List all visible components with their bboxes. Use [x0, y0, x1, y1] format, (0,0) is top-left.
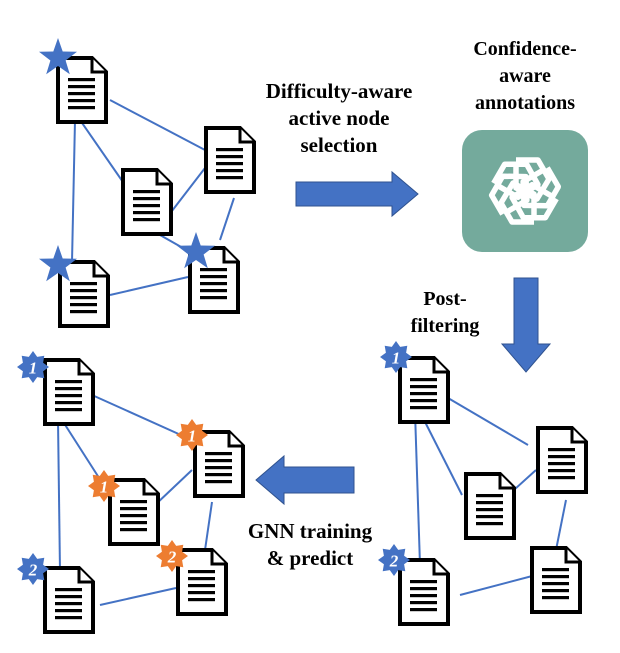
badge-number: 1 [100, 478, 109, 497]
document-icon [121, 168, 173, 236]
openai-logo-icon [462, 130, 588, 252]
document-icon [58, 260, 110, 328]
document-icon [108, 478, 160, 546]
selection-label: Difficulty-aware active node selection [236, 78, 442, 159]
graph-bottom-left: 1 1 1 2 2 [17, 351, 245, 634]
arrow-icon [500, 277, 552, 373]
badge-number: 1 [29, 359, 38, 378]
graph-top-left [39, 38, 256, 328]
document-icon [464, 472, 516, 540]
arrow-icon [255, 454, 355, 506]
post-filtering-label: Post- filtering [390, 286, 500, 340]
label-line: & predict [266, 546, 354, 570]
gnn-label: GNN training & predict [222, 518, 398, 572]
document-icon [176, 548, 228, 616]
badge-number: 2 [389, 552, 399, 571]
document-icon [398, 558, 450, 626]
label-line: aware [499, 65, 551, 87]
graph-bottom-right: 1 2 [378, 341, 588, 626]
document-icon [43, 566, 95, 634]
badge-orange: 1 [176, 419, 208, 451]
label-line: Difficulty-aware [265, 79, 413, 103]
badge-blue: 2 [378, 544, 410, 576]
label-line: filtering [410, 315, 480, 337]
document-icon [536, 426, 588, 494]
badge-orange: 2 [156, 540, 188, 572]
badge-orange: 1 [88, 470, 120, 502]
label-line: active node [288, 106, 390, 130]
document-icon [43, 358, 95, 426]
arrow-icon [295, 170, 419, 218]
label-line: GNN training [247, 519, 373, 543]
badge-blue: 2 [17, 553, 49, 585]
document-icon [530, 546, 582, 614]
label-line: Confidence- [473, 38, 577, 60]
label-line: selection [300, 133, 378, 157]
badge-number: 2 [167, 548, 177, 567]
label-line: Post- [423, 288, 467, 310]
badge-blue: 1 [17, 351, 49, 383]
badge-number: 1 [188, 427, 197, 446]
badge-blue: 1 [380, 341, 412, 373]
badge-number: 1 [392, 349, 401, 368]
label-line: annotations [474, 92, 576, 114]
annotations-label: Confidence- aware annotations [440, 36, 610, 117]
badge-number: 2 [28, 561, 38, 580]
document-icon [398, 356, 450, 424]
